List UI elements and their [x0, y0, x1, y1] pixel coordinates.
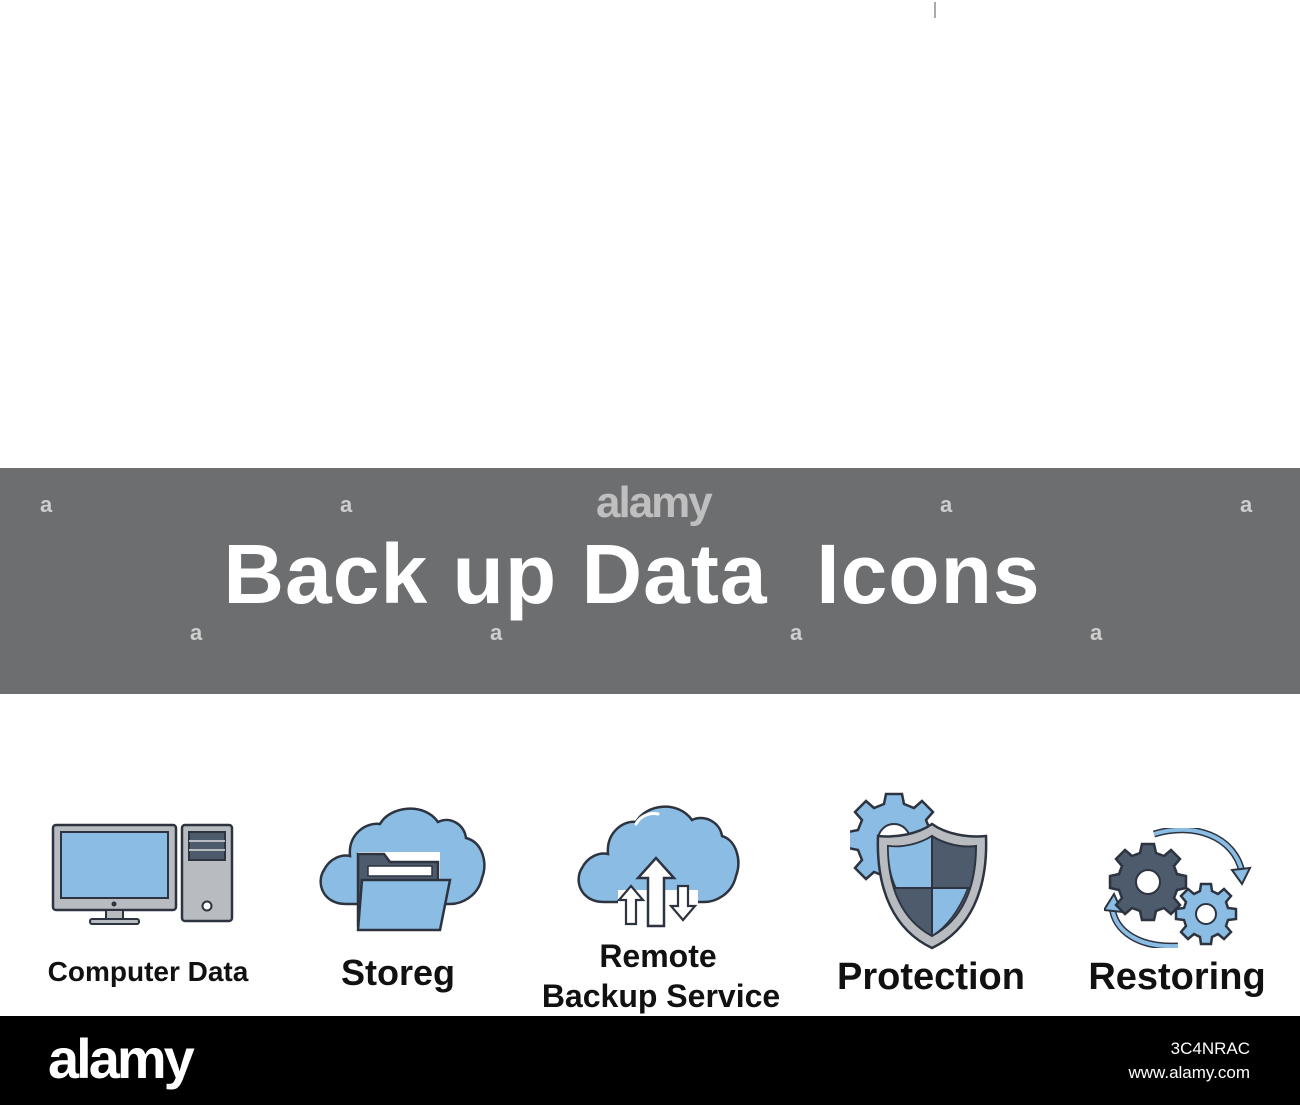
watermark-mark: a — [790, 620, 803, 645]
footer-logo: alamy — [48, 1027, 195, 1090]
footer-url: www.alamy.com — [1128, 1063, 1250, 1082]
watermark-alamy: alamy — [596, 478, 713, 527]
gears-restore-icon — [1104, 828, 1252, 948]
watermark-mark: a — [190, 620, 203, 645]
cloud-folder-icon — [319, 807, 486, 934]
watermark-mark: a — [340, 492, 353, 517]
page-title: Back up Data Icons — [223, 527, 1041, 621]
caption-remote: Remote — [599, 938, 717, 974]
image-id: 3C4NRAC — [1170, 1039, 1250, 1058]
caption-backup-service: Backup Service — [541, 978, 781, 1014]
caption-storeg: Storeg — [340, 952, 455, 993]
stray-mark — [934, 2, 936, 18]
footer-bar — [0, 1016, 1300, 1105]
watermark-mark: a — [1240, 492, 1253, 517]
title-banner — [0, 468, 1300, 694]
caption-computer-data: Computer Data — [47, 956, 249, 987]
caption-protection: Protection — [837, 956, 1025, 998]
caption-restoring: Restoring — [1088, 956, 1266, 998]
computer-icon — [51, 823, 234, 925]
watermark-mark: a — [40, 492, 53, 517]
watermark-mark: a — [490, 620, 503, 645]
shield-gear-icon — [850, 792, 988, 950]
watermark-mark: a — [1090, 620, 1103, 645]
cloud-upload-download-icon — [577, 805, 740, 930]
watermark-mark: a — [940, 492, 953, 517]
